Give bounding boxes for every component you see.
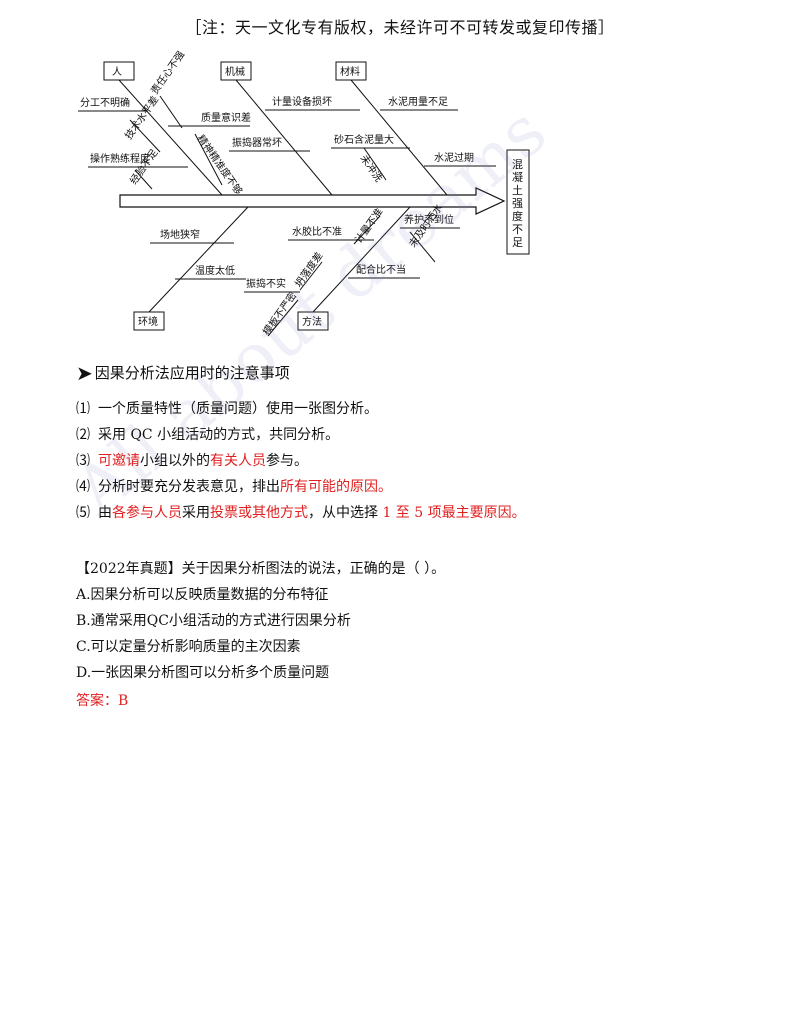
category-machine: 机械	[225, 65, 245, 78]
category-environment: 环境	[138, 315, 158, 328]
option-b: B.通常采用QC小组活动的方式进行因果分析	[76, 613, 351, 629]
category-material: 材料	[340, 65, 360, 78]
cause-material-4: 水泥过期	[434, 151, 474, 164]
note-item-2: ⑵采用 QC 小组活动的方式，共同分析。	[76, 427, 340, 443]
option-a: A.因果分析可以反映质量数据的分布特征	[76, 587, 329, 603]
svg-text:混凝土强度不足: 混凝土强度不足	[512, 158, 523, 249]
answer: 答案：B	[76, 693, 129, 709]
cause-method-7: 振捣不实	[246, 277, 286, 290]
option-d: D.一张因果分析图可以分析多个质量问题	[76, 665, 330, 681]
arrow-bullet-icon: ➤	[76, 360, 93, 385]
cause-people-2: 责任心不强	[148, 48, 187, 96]
notes-title: ➤ 因果分析法应用时的注意事项	[76, 362, 290, 383]
note-item-1: ⑴一个质量特性（质量问题）使用一张图分析。	[76, 401, 378, 417]
effect-box	[506, 149, 530, 255]
cause-material-2: 砂石含泥量大	[334, 133, 394, 146]
cause-method-3: 养护不到位	[404, 213, 454, 226]
cause-material-3: 未冲洗	[358, 152, 386, 184]
effect-label: 混凝土强度不足	[512, 158, 523, 249]
cause-people-1: 分工不明确	[80, 96, 130, 109]
cause-machine-2: 振捣器常坏	[232, 136, 282, 149]
cause-method-6: 坍落度差	[292, 249, 326, 289]
cause-env-1: 场地狭窄	[160, 228, 200, 241]
cause-people-3: 质量意识差	[201, 111, 251, 124]
cause-material-1: 水泥用量不足	[388, 95, 448, 108]
category-people: 人	[112, 66, 122, 78]
category-method: 方法	[302, 315, 322, 328]
cause-env-2: 温度太低	[195, 264, 235, 277]
note-item-5: ⑸由各参与人员采用投票或其他方式，从中选择 1 至 5 项最主要原因。	[76, 505, 526, 521]
spine-arrow	[119, 187, 506, 215]
cause-method-1: 水胶比不准	[292, 225, 342, 238]
cause-people-6: 操作熟练程度	[90, 152, 150, 165]
question-stem: 【2022年真题】关于因果分析图法的说法，正确的是（ ）。	[76, 561, 446, 577]
copyright-notice: ［注：天一文化专有版权，未经许可不可转发或复印传播］	[185, 18, 615, 37]
cause-method-8: 模板不严密	[260, 289, 299, 337]
cause-method-5: 配合比不当	[356, 263, 406, 276]
fishbone-diagram: 混凝土强度不足 人 机械 材料 环境 方法 分工不明确 责任心不强 质量意识差 …	[78, 48, 530, 338]
notes-title-text: 因果分析法应用时的注意事项	[94, 364, 290, 382]
option-c: C.可以定量分析影响质量的主次因素	[76, 639, 301, 655]
note-item-4: ⑷分析时要充分发表意见，排出所有可能的原因。	[76, 479, 392, 495]
question-tag: 【2022年真题】	[76, 561, 182, 577]
note-item-3: ⑶可邀请小组以外的有关人员参与。	[76, 453, 308, 469]
cause-machine-1: 计量设备损坏	[272, 95, 332, 108]
